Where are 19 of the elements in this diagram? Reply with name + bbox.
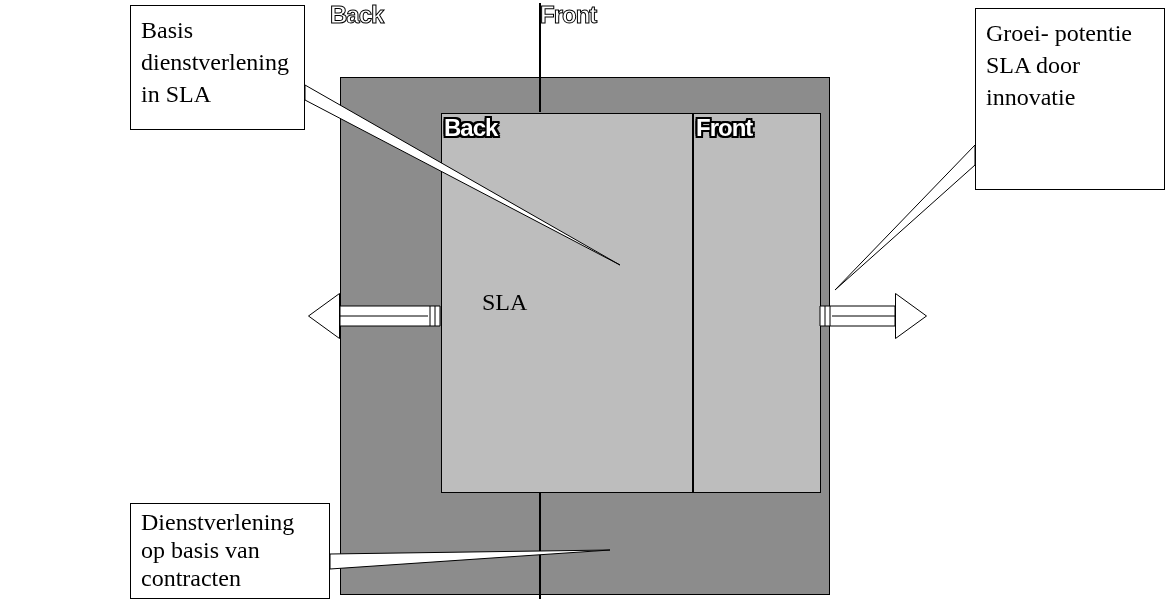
panel-heading: Front	[696, 116, 753, 140]
outer-panel	[340, 77, 830, 595]
block-arrow	[819, 293, 927, 339]
panel-heading: Back	[444, 116, 498, 140]
back-panel	[441, 113, 693, 493]
leader-line	[834, 144, 976, 291]
callout-text: Basis dienstverlening in SLA	[141, 16, 290, 109]
callout-text: Groei- potentie SLA door innovatie	[986, 19, 1133, 112]
callout-box	[975, 8, 1165, 190]
front-panel	[693, 113, 821, 493]
callout-box	[130, 5, 305, 130]
side-label: Front	[540, 3, 597, 27]
side-label: Back	[330, 3, 384, 27]
callout-box	[130, 503, 330, 599]
callout-text: Dienstverlening op basis van contracten	[141, 508, 296, 592]
panel-label: SLA	[482, 289, 528, 316]
leader-line	[304, 84, 621, 266]
leader-line	[329, 549, 611, 570]
block-arrow	[308, 293, 441, 339]
